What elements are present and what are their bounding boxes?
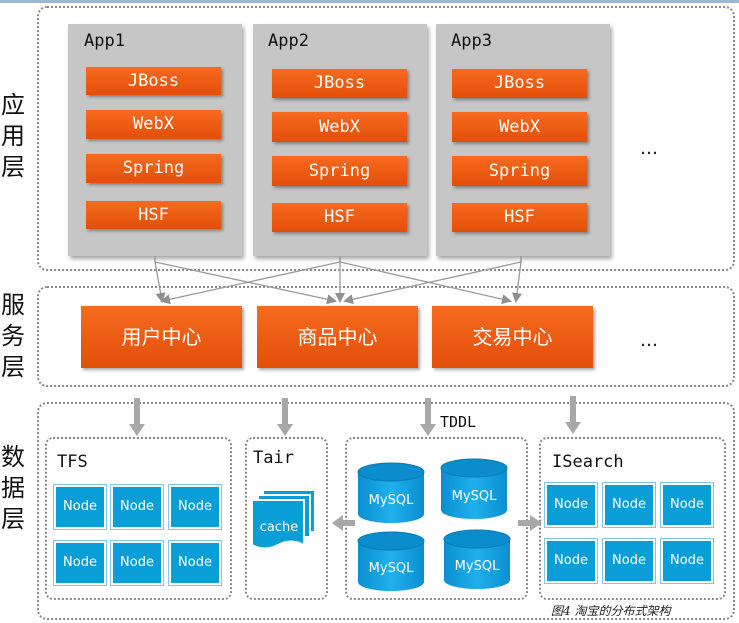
top-border-line <box>0 0 739 3</box>
app-layer-char-2: 用 <box>1 122 25 150</box>
app3-hsf-box: HSF <box>452 203 587 232</box>
tddl-label: TDDL <box>440 413 477 431</box>
data-layer-char-2: 据 <box>1 474 25 502</box>
tfs-title: TFS <box>57 452 88 472</box>
arrow-to-tair <box>277 398 293 436</box>
isearch-title: ISearch <box>552 452 624 472</box>
app3-jboss-box: JBoss <box>452 69 587 98</box>
app2-jboss-box: JBoss <box>272 69 407 98</box>
app1-webx-box: WebX <box>86 110 221 139</box>
arrow-to-isearch <box>565 396 581 434</box>
app-layer-char-1: 应 <box>1 91 25 119</box>
isearch-node: Node <box>661 539 713 583</box>
arrow-mysql-to-tair <box>332 515 355 531</box>
mysql-label: MySQL <box>369 493 414 508</box>
cache-label: cache <box>260 520 299 535</box>
tfs-node: Node <box>111 541 163 585</box>
tair-cache-stack: cache <box>251 489 316 550</box>
mysql-cylinder-1: MySQL <box>357 462 425 523</box>
tfs-node: Node <box>54 485 106 529</box>
app2-webx-box: WebX <box>272 112 407 142</box>
service-user-center: 用户中心 <box>81 306 242 368</box>
service-more-ellipsis: … <box>640 330 658 351</box>
isearch-node: Node <box>603 483 655 527</box>
isearch-node: Node <box>545 483 597 527</box>
tair-title: Tair <box>253 448 294 468</box>
arrow-to-tfs <box>129 398 145 436</box>
app1-spring-box: Spring <box>86 154 221 183</box>
connector-app3-trade <box>512 256 522 303</box>
mysql-side-arrows <box>332 515 542 531</box>
app-title-2: App2 <box>268 31 309 51</box>
service-layer-char-2: 务 <box>1 322 25 350</box>
service-product-center: 商品中心 <box>257 306 418 368</box>
app3-spring-box: Spring <box>452 156 587 186</box>
arrow-mysql-to-isearch <box>518 515 542 531</box>
connector-app3-product <box>343 256 522 305</box>
tfs-node: Node <box>111 485 163 529</box>
app-more-ellipsis: … <box>640 138 658 159</box>
app-layer-label: 应 用 层 <box>0 90 26 183</box>
app2-spring-box: Spring <box>272 156 407 186</box>
app-layer-char-3: 层 <box>1 153 25 181</box>
app1-jboss-box: JBoss <box>86 67 221 95</box>
mysql-cylinder-3: MySQL <box>357 531 425 591</box>
mysql-cylinder-2: MySQL <box>440 458 508 519</box>
mysql-label: MySQL <box>369 561 414 576</box>
service-layer-label: 服 务 层 <box>0 290 26 383</box>
arrow-to-mysql <box>420 398 436 436</box>
mysql-label: MySQL <box>455 559 500 574</box>
service-trade-center: 交易中心 <box>432 306 593 368</box>
tfs-node: Node <box>54 541 106 585</box>
figure-caption: 图4 淘宝的分布式架构 <box>551 604 671 618</box>
service-layer-char-3: 层 <box>1 353 25 381</box>
app3-webx-box: WebX <box>452 112 587 142</box>
isearch-node: Node <box>603 539 655 583</box>
app-title-1: App1 <box>84 31 125 51</box>
isearch-node: Node <box>661 483 713 527</box>
mysql-cylinder-4: MySQL <box>443 529 511 589</box>
tfs-node: Node <box>169 485 221 529</box>
tfs-node: Node <box>169 541 221 585</box>
data-layer-label: 数 据 层 <box>0 442 26 535</box>
data-layer-char-3: 层 <box>1 505 25 533</box>
data-layer-char-1: 数 <box>1 443 25 471</box>
connector-app1-product <box>154 256 337 305</box>
app-service-connectors <box>154 256 522 305</box>
mysql-label: MySQL <box>452 489 497 504</box>
isearch-node: Node <box>545 539 597 583</box>
connector-app2-trade <box>339 256 512 305</box>
service-data-arrows <box>129 396 581 436</box>
connector-app2-user <box>160 256 341 305</box>
app2-hsf-box: HSF <box>272 203 407 232</box>
app1-hsf-box: HSF <box>86 201 221 229</box>
app-title-3: App3 <box>451 31 492 51</box>
service-layer-char-1: 服 <box>1 291 25 319</box>
